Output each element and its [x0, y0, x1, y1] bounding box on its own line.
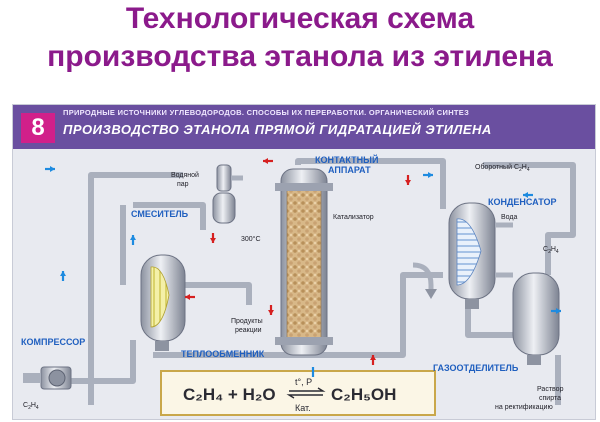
poster: 8 ПРИРОДНЫЕ ИСТОЧНИКИ УГЛЕВОДОРОДОВ. СПО…: [12, 104, 596, 420]
label-products: Продукты: [231, 318, 263, 325]
label-water: Вода: [501, 214, 517, 221]
equation-box: C₂H₄ + H₂O t°, P Кат. C₂H₅OH: [160, 370, 436, 416]
label-heat-exchanger: ТЕПЛООБМЕННИК: [181, 349, 265, 359]
title-line-2: производства этанола из этилена: [47, 40, 553, 73]
pipe-recycle: [483, 162, 576, 275]
title-line-1: Технологическая схема: [125, 2, 475, 35]
equation-above-arrow: t°, P: [295, 377, 312, 387]
compressor: [23, 366, 72, 390]
contact-reactor: [275, 168, 333, 356]
pipe-left-riser: [88, 172, 183, 405]
equation-right: C₂H₅OH: [331, 385, 396, 404]
labels: КОНТАКТНЫЙ АППАРАТ Водяной пар СМЕСИТЕЛЬ…: [21, 154, 564, 411]
poster-subtitle: ПРИРОДНЫЕ ИСТОЧНИКИ УГЛЕВОДОРОДОВ. СПОСО…: [63, 108, 470, 117]
flow-arrows: [45, 158, 561, 377]
poster-number-badge: 8: [21, 113, 55, 143]
gas-separator: [512, 272, 560, 365]
label-contact-apparatus-2: АППАРАТ: [328, 165, 371, 175]
label-c2h4-right: C2H4: [543, 246, 559, 255]
equilibrium-arrow: [286, 387, 326, 399]
poster-heading: ПРОИЗВОДСТВО ЭТАНОЛА ПРЯМОЙ ГИДРАТАЦИЕЙ …: [63, 122, 492, 137]
label-temp: 300°C: [241, 235, 261, 243]
label-mixer: СМЕСИТЕЛЬ: [131, 209, 189, 219]
label-recycle: Оборотный C2H4: [475, 163, 530, 173]
label-products-2: реакции: [235, 327, 262, 334]
label-c2h4-left: C2H4: [23, 402, 39, 411]
label-water-vapor-2: пар: [177, 181, 189, 188]
pipe-heat-to-reactor: [183, 282, 252, 305]
poster-header: 8 ПРИРОДНЫЕ ИСТОЧНИКИ УГЛЕВОДОРОДОВ. СПО…: [13, 105, 595, 149]
label-compressor: КОМПРЕССОР: [21, 337, 85, 347]
label-catalyst: Катализатор: [333, 214, 374, 221]
pipe-mixer-to-heat: [133, 202, 206, 230]
pipe-bottom: [153, 272, 443, 358]
equation-left: C₂H₄ + H₂O: [183, 385, 276, 404]
label-solution-2: спирта: [539, 395, 561, 402]
label-solution-3: на ректификацию: [495, 404, 553, 411]
pipe-heat-bottom: [91, 340, 136, 384]
water-vapor-inlet: [216, 164, 243, 192]
heat-exchanger: [140, 254, 186, 351]
label-gas-separator: ГАЗООТДЕЛИТЕЛЬ: [433, 363, 519, 373]
label-contact-apparatus: КОНТАКТНЫЙ: [315, 154, 378, 165]
label-condenser: КОНДЕНСАТОР: [488, 197, 557, 207]
label-solution: Раствор: [537, 386, 564, 393]
condenser: [412, 202, 513, 309]
equation-below-arrow: Кат.: [295, 403, 311, 413]
process-diagram: C₂H₄ + H₂O t°, P Кат. C₂H₅OH: [21, 154, 576, 416]
page-title: Технологическая схема производства этано…: [0, 0, 600, 76]
pipe-reactor-top: [295, 158, 446, 209]
mixer-unit: [212, 192, 236, 224]
label-water-vapor: Водяной: [171, 171, 199, 179]
